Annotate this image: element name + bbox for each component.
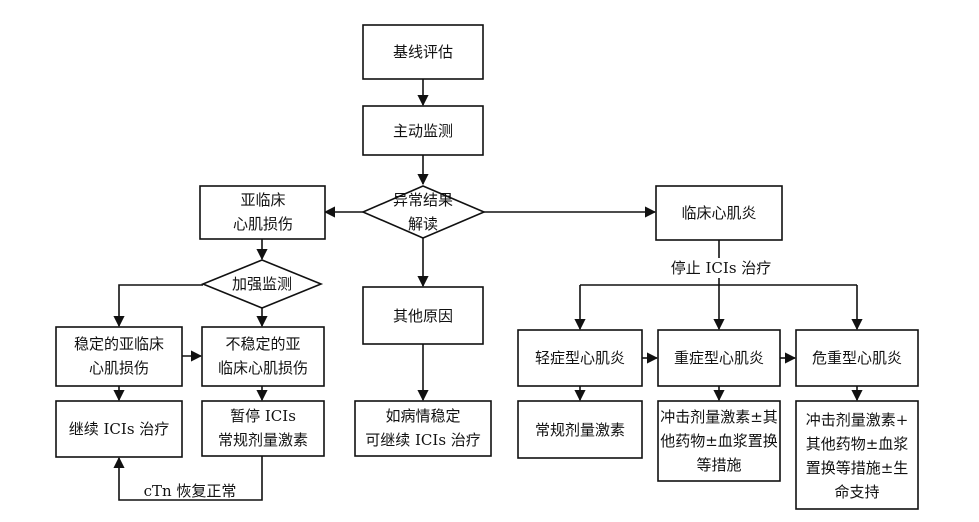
unstable-label-line-1: 不稳定的亚	[225, 335, 300, 353]
subclinical-label-line-2: 心肌损伤	[233, 215, 293, 233]
subclinical-label-line-1: 亚临床	[240, 191, 285, 209]
node-clinical-myocarditis: 临床心肌炎	[655, 185, 783, 241]
interpret-label-line-2: 解读	[408, 215, 438, 233]
critical-tx-label-line-2: 其他药物±血浆	[806, 435, 909, 453]
node-monitor: 主动监测	[362, 105, 484, 156]
baseline-label-line-1: 基线评估	[393, 43, 453, 61]
node-mild-myocarditis: 轻症型心肌炎	[517, 329, 643, 387]
severe-tx-label-line-1: 冲击剂量激素±其	[660, 408, 778, 426]
edge-label-stop-ici: 停止 ICIs 治疗	[671, 259, 772, 277]
mild-label-line-1: 轻症型心肌炎	[535, 349, 625, 367]
pause-ici-label-line-1: 暂停 ICIs	[230, 407, 296, 425]
continue-ici-label-line-1: 继续 ICIs 治疗	[69, 420, 170, 438]
node-pause-ici: 暂停 ICIs 常规剂量激素	[201, 400, 325, 457]
stable-label-line-1: 稳定的亚临床	[74, 335, 164, 353]
node-critical-myocarditis: 危重型心肌炎	[795, 329, 919, 387]
severe-label-line-1: 重症型心肌炎	[674, 349, 764, 367]
critical-label-line-1: 危重型心肌炎	[812, 349, 902, 367]
other-cause-label-line-1: 其他原因	[393, 307, 453, 325]
monitor-label-line-1: 主动监测	[393, 122, 453, 140]
stable-label-line-2: 心肌损伤	[89, 359, 149, 377]
node-continue-ici: 继续 ICIs 治疗	[55, 400, 183, 458]
interpret-label-line-1: 异常结果	[393, 191, 453, 209]
unstable-label-line-2: 临床心肌损伤	[218, 359, 308, 377]
edge-label-ctn-recovery: cTn 恢复正常	[144, 482, 237, 500]
mild-tx-label-line-1: 常规剂量激素	[535, 421, 625, 439]
node-baseline: 基线评估	[362, 24, 484, 80]
edge-intensify-stable	[113, 284, 203, 328]
severe-tx-label-line-2: 他药物±血浆置换	[660, 432, 778, 450]
node-other-cause: 其他原因	[362, 286, 484, 345]
critical-tx-label-line-3: 置换等措施±生	[806, 459, 909, 477]
critical-tx-label-line-4: 命支持	[834, 483, 879, 501]
node-intensify-decision: 加强监测	[200, 259, 324, 309]
stable-continue-label-line-2: 可继续 ICIs 治疗	[365, 431, 481, 449]
clinical-label-line-1: 临床心肌炎	[681, 204, 756, 222]
node-mild-treatment: 常规剂量激素	[517, 400, 643, 459]
stable-continue-label-line-1: 如病情稳定	[385, 407, 460, 425]
pause-ici-label-line-2: 常规剂量激素	[218, 431, 308, 449]
edge-pause-continue-recovery	[113, 456, 263, 501]
intensify-label-line-1: 加强监测	[232, 275, 292, 293]
critical-tx-label-line-1: 冲击剂量激素+	[806, 411, 909, 429]
severe-tx-label-line-3: 等措施	[696, 456, 741, 474]
node-severe-myocarditis: 重症型心肌炎	[657, 329, 781, 387]
